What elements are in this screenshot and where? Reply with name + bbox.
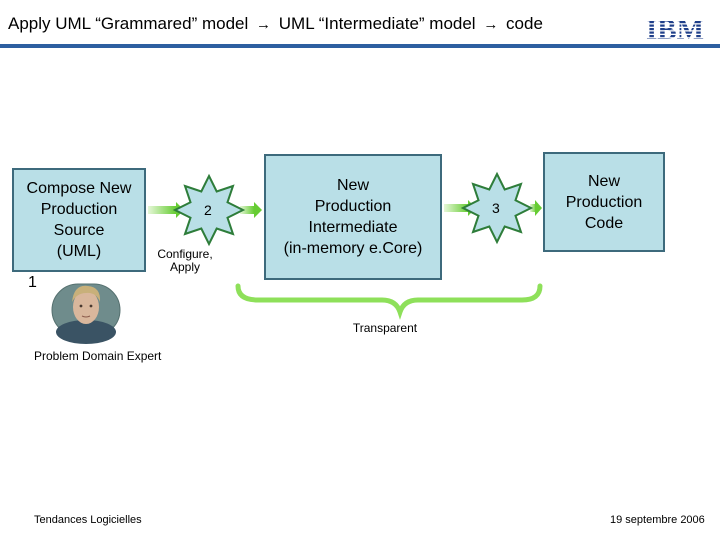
- production-code-box: New Production Code: [543, 152, 665, 252]
- step1-number: 1: [28, 274, 37, 291]
- production-code-label: New Production Code: [565, 172, 643, 232]
- title-part-1: Apply UML “Grammared” model: [8, 14, 249, 33]
- title-rule: [0, 44, 720, 48]
- arrow-icon: →: [483, 16, 499, 33]
- configure-apply-caption: Configure, Apply: [157, 247, 213, 274]
- intermediate-label: New Production Intermediate (in-memory e…: [283, 177, 423, 257]
- transparent-label: Transparent: [352, 321, 418, 335]
- source-uml-box: Compose New Production Source (UML): [12, 168, 146, 272]
- ibm-logo-text: IBM: [646, 14, 704, 42]
- footer-left: Tendances Logicielles: [34, 514, 142, 526]
- step3-number: 3: [492, 200, 500, 216]
- source-uml-label: Compose New Production Source (UML): [26, 180, 132, 260]
- transparent-brace: [235, 283, 543, 320]
- intermediate-box: New Production Intermediate (in-memory e…: [264, 154, 442, 280]
- arrow-icon: →: [256, 16, 272, 33]
- footer-date: 19 septembre 2006: [610, 514, 705, 526]
- title-part-2: UML “Intermediate” model: [278, 14, 476, 33]
- title-part-3: code: [506, 14, 543, 33]
- step3-star-icon: [460, 171, 534, 245]
- step2-number: 2: [204, 202, 212, 218]
- arrow-step2-to-intermediate: [240, 202, 262, 218]
- ibm-logo: IBM: [646, 14, 704, 42]
- expert-avatar: [51, 283, 121, 344]
- slide-title: Apply UML “Grammared” model → UML “Inter…: [8, 14, 543, 34]
- step2-star-icon: [172, 173, 246, 247]
- expert-label: Problem Domain Expert: [34, 349, 162, 363]
